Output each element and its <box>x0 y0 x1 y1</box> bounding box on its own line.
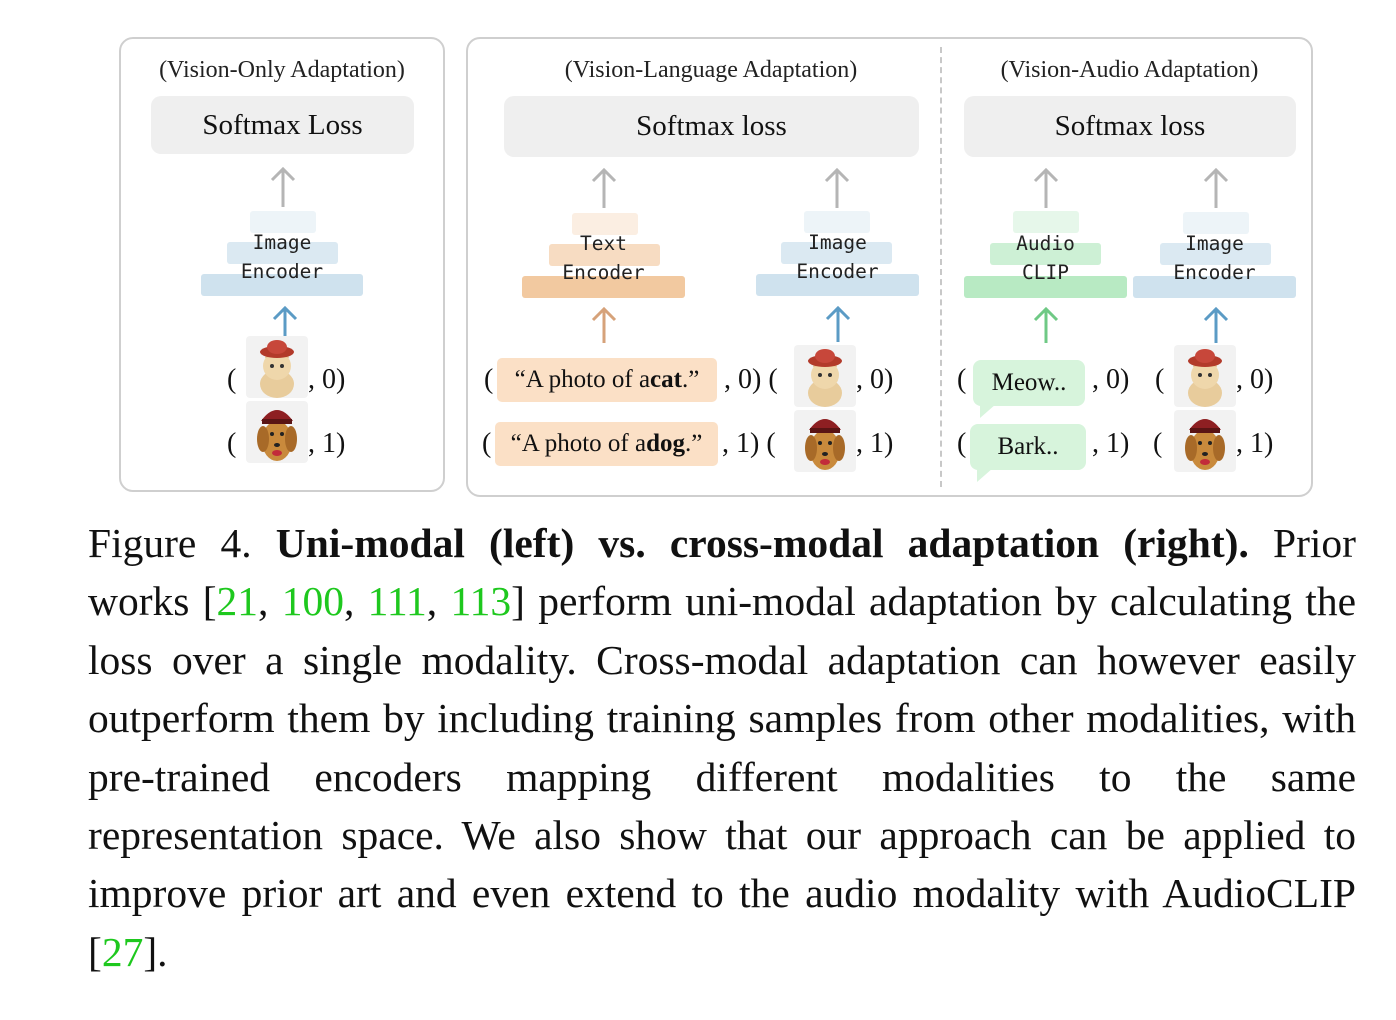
citation-21[interactable]: 21 <box>216 578 259 625</box>
vl-dog-image <box>794 410 856 472</box>
va-row0-mid: , 0) <box>1092 364 1130 395</box>
vl-row1-open: ( <box>482 428 492 459</box>
vision-only-row1-open: ( <box>227 428 237 459</box>
vision-only-image-encoder-label: Image Encoder <box>240 231 324 283</box>
audio-clip-up-arrow-green <box>1033 306 1059 343</box>
caption-sep-2: , <box>343 578 368 625</box>
citation-27[interactable]: 27 <box>101 928 144 975</box>
audio-clip-bar-base <box>964 276 1127 298</box>
vl-image-encoder-bar-mid <box>781 242 892 264</box>
audio-clip-up-arrow-gray <box>1033 167 1059 208</box>
citation-100[interactable]: 100 <box>281 578 344 625</box>
caption-title: Uni-modal (left) vs. cross-modal adaptat… <box>275 520 1249 566</box>
vision-only-row0-open: ( <box>227 364 237 395</box>
vision-only-softmax-loss: Softmax Loss <box>151 96 414 154</box>
vision-language-title: (Vision-Language Adaptation) <box>564 57 858 83</box>
va-row1-close: , 1) <box>1236 428 1274 459</box>
vl-dog-text-post: .” <box>684 430 703 457</box>
citation-111[interactable]: 111 <box>367 578 427 625</box>
text-encoder-bar-base <box>522 276 685 298</box>
vl-image-encoder-bar-base <box>756 274 919 296</box>
panel-divider <box>940 47 942 487</box>
va-image-encoder-bar-base <box>1133 276 1296 298</box>
vision-language-softmax-loss: Softmax loss <box>504 96 919 157</box>
caption-sep-3: , <box>426 578 451 625</box>
caption-text-3: ]. <box>143 928 168 975</box>
va-row0-open: ( <box>957 364 967 395</box>
vision-only-cat-image <box>246 336 308 398</box>
caption-sep-1: , <box>258 578 282 625</box>
va-image-encoder-bar-top <box>1183 212 1249 234</box>
vision-only-row1-close: , 1) <box>308 428 346 459</box>
vl-row1-mid: , 1) ( <box>722 428 776 459</box>
vl-image-encoder-up-arrow-blue <box>825 305 851 342</box>
va-cat-image <box>1174 345 1236 407</box>
vl-cat-text-sample: “A photo of a cat.” <box>497 358 717 402</box>
vl-dog-text-bold: dog <box>646 430 685 457</box>
vision-only-up-arrow-blue <box>272 305 298 336</box>
meow-speech-bubble: Meow.. <box>973 360 1085 406</box>
va-row0-open2: ( <box>1155 364 1165 395</box>
vl-dog-text-sample: “A photo of a dog.” <box>495 422 718 466</box>
vision-only-encoder-bar-top <box>250 211 316 233</box>
audio-clip-bar-top <box>1013 211 1079 233</box>
vl-row0-mid: , 0) ( <box>724 364 778 395</box>
vl-dog-text-pre: “A photo of a <box>510 430 647 457</box>
text-encoder-up-arrow-orange <box>591 306 617 343</box>
va-row0-close: , 0) <box>1236 364 1274 395</box>
vl-row0-close: , 0) <box>856 364 894 395</box>
vl-cat-text-post: .” <box>681 366 700 393</box>
vision-only-encoder-bar-mid <box>227 242 338 264</box>
text-encoder-bar-top <box>572 213 638 235</box>
vision-only-encoder-bar-base <box>201 274 363 296</box>
va-row1-open2: ( <box>1153 428 1163 459</box>
audio-clip-label: Audio CLIP <box>1016 232 1075 284</box>
va-image-encoder-bar-mid <box>1160 243 1271 265</box>
vl-cat-image <box>794 345 856 407</box>
vl-image-encoder-bar-top <box>804 211 870 233</box>
text-encoder-label: Text Encoder <box>562 232 645 284</box>
vl-cat-text-bold: cat <box>650 366 682 393</box>
text-encoder-bar-mid <box>549 244 660 266</box>
vision-only-row0-close: , 0) <box>308 364 346 395</box>
vl-row0-open: ( <box>484 364 494 395</box>
bark-bubble-tail <box>977 468 993 482</box>
vl-image-encoder-up-arrow-gray <box>824 167 850 208</box>
vl-image-encoder-label: Image Encoder <box>796 231 879 283</box>
vision-audio-title: (Vision-Audio Adaptation) <box>1000 57 1259 83</box>
vl-row1-close: , 1) <box>856 428 894 459</box>
caption-text-2: ] perform uni-modal adaptation by calcul… <box>88 578 1356 975</box>
va-dog-image <box>1174 410 1236 472</box>
figure-caption: Figure 4. Uni-modal (left) vs. cross-mod… <box>88 514 1356 981</box>
vision-only-dog-image <box>246 401 308 463</box>
caption-label: Figure 4. <box>88 520 276 566</box>
caption-text-1: Prior works [ <box>88 520 1357 625</box>
va-row1-open: ( <box>957 428 967 459</box>
vision-only-title: (Vision-Only Adaptation) <box>159 57 405 83</box>
meow-bubble-tail <box>980 404 996 418</box>
vision-only-up-arrow-gray <box>270 166 296 207</box>
text-encoder-up-arrow-gray <box>591 167 617 208</box>
vision-audio-softmax-loss: Softmax loss <box>964 96 1296 157</box>
va-row1-mid: , 1) <box>1092 428 1130 459</box>
va-image-encoder-label: Image Encoder <box>1173 232 1256 284</box>
vl-cat-text-pre: “A photo of a <box>514 366 651 393</box>
citation-113[interactable]: 113 <box>450 578 512 625</box>
bark-speech-bubble: Bark.. <box>970 424 1086 470</box>
va-image-encoder-up-arrow-gray <box>1203 167 1229 208</box>
audio-clip-bar-mid <box>990 243 1101 265</box>
va-image-encoder-up-arrow-blue <box>1203 306 1229 343</box>
